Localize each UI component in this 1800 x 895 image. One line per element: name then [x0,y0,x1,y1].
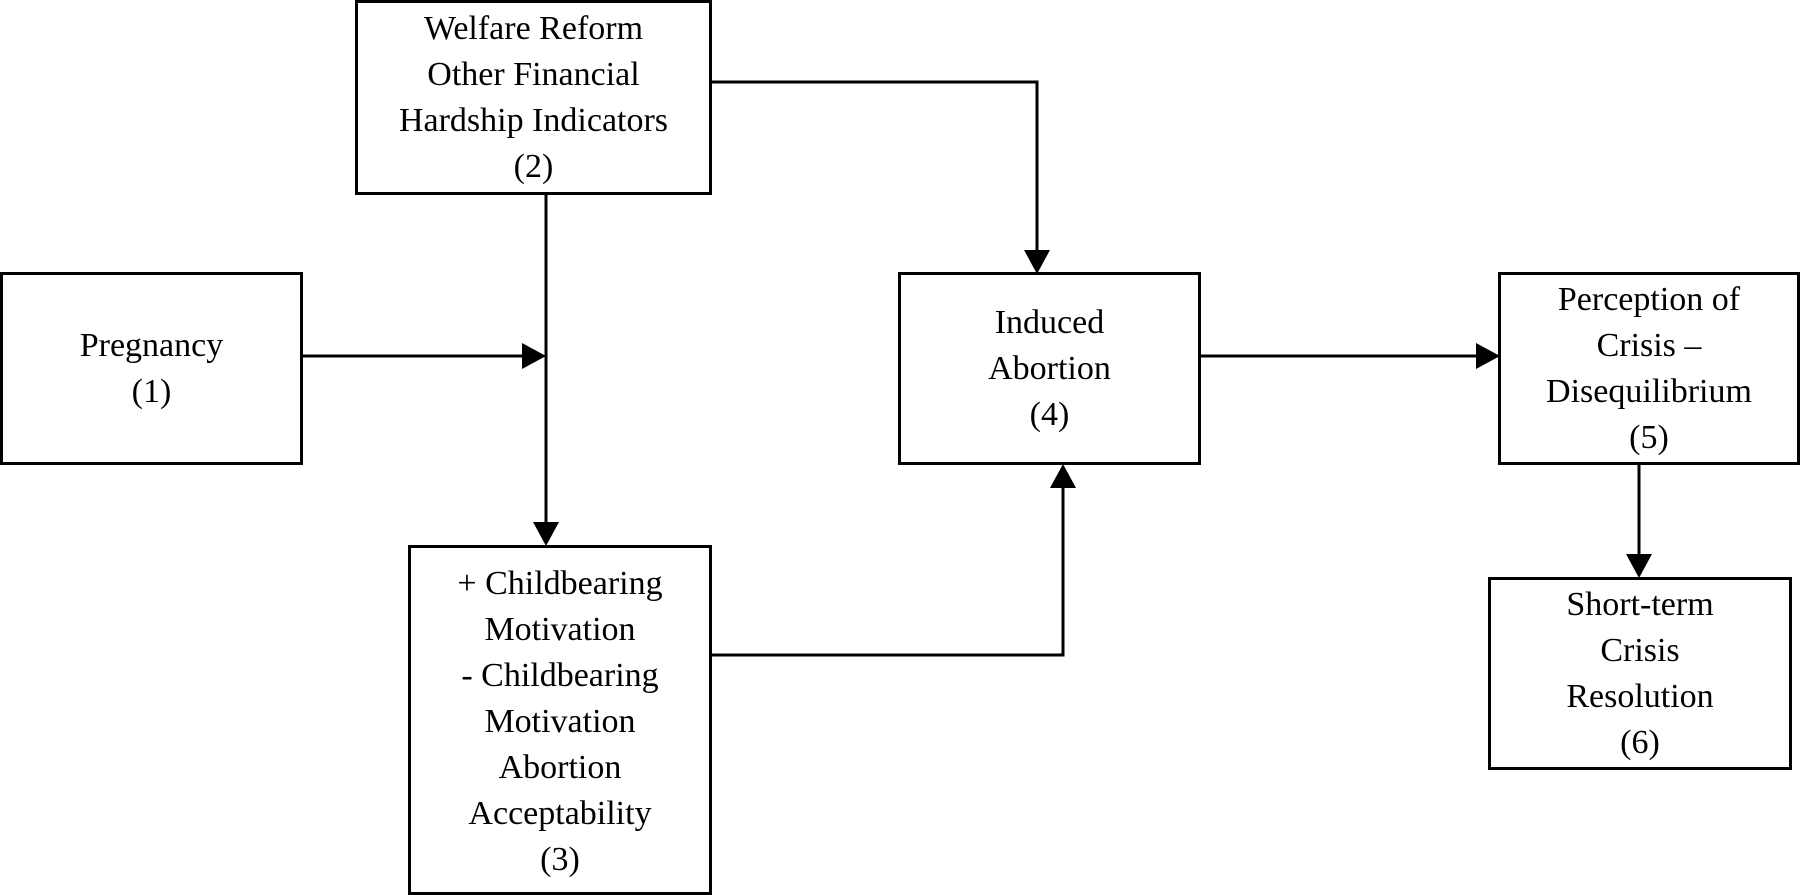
node-crisis-line: Disequilibrium [1546,372,1752,410]
node-perception-of-crisis: Perception of Crisis – Disequilibrium (5… [1498,272,1800,465]
node-abortion-line: Abortion [988,349,1111,387]
node-crisis-line: Crisis – [1596,326,1702,364]
node-welfare-number: (2) [513,147,554,185]
node-crisis-resolution: Short-term Crisis Resolution (6) [1488,577,1792,770]
arrowhead-pregnancy-junction [522,343,546,369]
node-pregnancy-number: (1) [131,372,172,410]
node-crisis-number: (5) [1629,418,1669,456]
node-induced-abortion: Induced Abortion (4) [898,272,1201,465]
node-welfare-reform: Welfare Reform Other Financial Hardship … [355,0,712,195]
node-pregnancy-line: Pregnancy [79,326,224,364]
node-motivation-line: Acceptability [468,795,652,832]
node-resolution-line: Crisis [1600,631,1680,669]
arrowhead-welfare-abortion [1024,250,1050,274]
arrowhead-motivation-abortion [1050,464,1076,488]
node-resolution-number: (6) [1620,723,1660,761]
node-welfare-line: Welfare Reform [423,9,644,47]
arrowhead-crisis-resolution [1626,554,1652,578]
arrowhead-welfare-motivation [533,522,559,546]
node-crisis-line: Perception of [1557,280,1741,318]
node-motivation-number: (3) [540,841,580,878]
node-motivation-line: Abortion [498,749,622,786]
node-pregnancy: Pregnancy (1) [0,272,303,465]
arrow-motivation-to-abortion [710,488,1065,657]
arrowhead-abortion-crisis [1476,343,1500,369]
node-childbearing-motivation: + Childbearing Motivation - Childbearing… [408,545,712,895]
arrow-welfare-to-abortion [710,80,1039,250]
node-welfare-line: Hardship Indicators [398,101,669,139]
node-abortion-number: (4) [1029,395,1070,433]
node-motivation-line: Motivation [484,703,636,740]
node-motivation-line: - Childbearing [461,657,659,694]
node-resolution-line: Short-term [1566,585,1714,623]
node-resolution-line: Resolution [1566,677,1714,715]
node-welfare-line: Other Financial [427,55,640,93]
node-motivation-line: + Childbearing [457,565,663,602]
node-motivation-line: Motivation [484,611,636,648]
node-abortion-line: Induced [994,303,1105,341]
